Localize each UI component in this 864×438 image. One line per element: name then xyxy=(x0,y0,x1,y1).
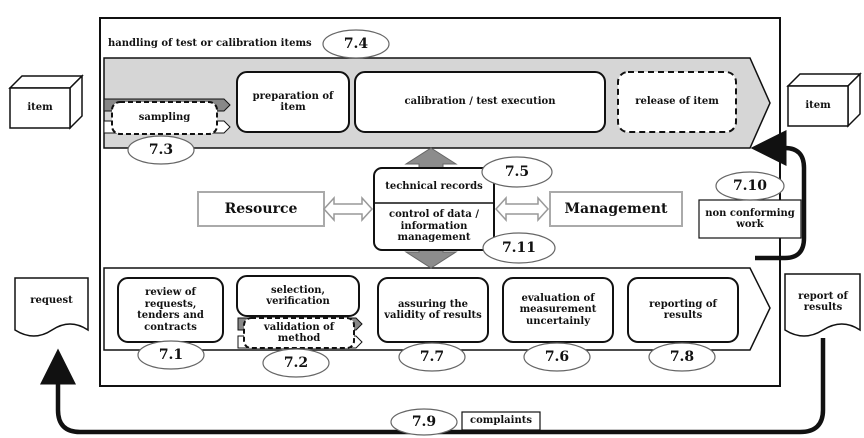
release-label: release of item xyxy=(635,96,719,108)
preparation-box xyxy=(236,71,350,133)
report-label: report of results xyxy=(798,290,848,314)
technical-records-label: technical records xyxy=(385,180,483,192)
reporting-label: reporting of results xyxy=(649,298,717,322)
sampling-label: sampling xyxy=(138,112,191,124)
uncertainty-box xyxy=(502,277,614,343)
validation-label: validation of method xyxy=(263,321,335,345)
item-cube-right xyxy=(786,72,862,128)
selection-box xyxy=(236,275,360,317)
clause-7-4: 7.4 xyxy=(343,35,369,52)
sampling-box xyxy=(111,101,218,135)
selection-label: selection, verification xyxy=(266,284,330,308)
review-label: review of requests, tenders and contract… xyxy=(137,287,204,333)
clause-oval-7-11 xyxy=(482,232,556,264)
resource-label: Resource xyxy=(224,200,298,217)
clause-7-11: 7.11 xyxy=(501,239,537,256)
nonconforming-label: non conforming work xyxy=(705,207,795,231)
clause-7-6: 7.6 xyxy=(544,348,570,365)
assuring-label: assuring the validity of results xyxy=(384,298,482,322)
management-double-arrow xyxy=(494,196,550,222)
clause-oval-7-2 xyxy=(262,348,330,378)
clause-oval-7-4 xyxy=(322,29,390,59)
clause-7-10: 7.10 xyxy=(732,177,768,194)
request-label: request xyxy=(30,295,73,307)
item-right-label: item xyxy=(805,100,831,112)
clause-7-7: 7.7 xyxy=(419,348,445,365)
report-document xyxy=(784,273,861,337)
clause-oval-7-6 xyxy=(523,342,591,372)
reporting-box xyxy=(627,277,739,343)
resource-double-arrow xyxy=(322,196,374,222)
request-document xyxy=(14,277,89,337)
complaints-label: complaints xyxy=(470,415,532,427)
clause-oval-7-5 xyxy=(481,156,553,188)
clause-oval-7-8 xyxy=(648,342,716,372)
clause-oval-7-9 xyxy=(390,408,458,436)
execution-label: calibration / test execution xyxy=(404,96,556,108)
release-box xyxy=(617,71,737,133)
control-of-data-label: control of data / information management xyxy=(388,209,480,244)
resource-box xyxy=(197,191,325,227)
clause-7-9: 7.9 xyxy=(411,413,437,430)
center-box xyxy=(373,167,495,251)
clause-oval-7-7 xyxy=(398,342,466,372)
frame-title: handling of test or calibration items xyxy=(108,38,312,50)
uncertainty-label: evaluation of measurement uncertainly xyxy=(519,292,597,327)
preparation-label: preparation of item xyxy=(252,90,334,114)
item-left-label: item xyxy=(27,102,53,114)
clause-7-3: 7.3 xyxy=(148,141,174,158)
clause-7-8: 7.8 xyxy=(669,348,695,365)
clause-oval-7-3 xyxy=(127,135,195,165)
clause-oval-7-10 xyxy=(715,171,785,201)
management-box xyxy=(549,191,683,227)
execution-box xyxy=(354,71,606,133)
management-label: Management xyxy=(564,200,668,217)
nonconforming-feedback-arrow xyxy=(750,130,807,261)
clause-7-2: 7.2 xyxy=(283,354,309,371)
validation-box xyxy=(243,317,355,349)
item-cube-left xyxy=(8,74,84,130)
clause-7-5: 7.5 xyxy=(504,163,530,180)
clause-oval-7-1 xyxy=(137,340,205,370)
assuring-box xyxy=(377,277,489,343)
clause-7-1: 7.1 xyxy=(158,346,184,363)
